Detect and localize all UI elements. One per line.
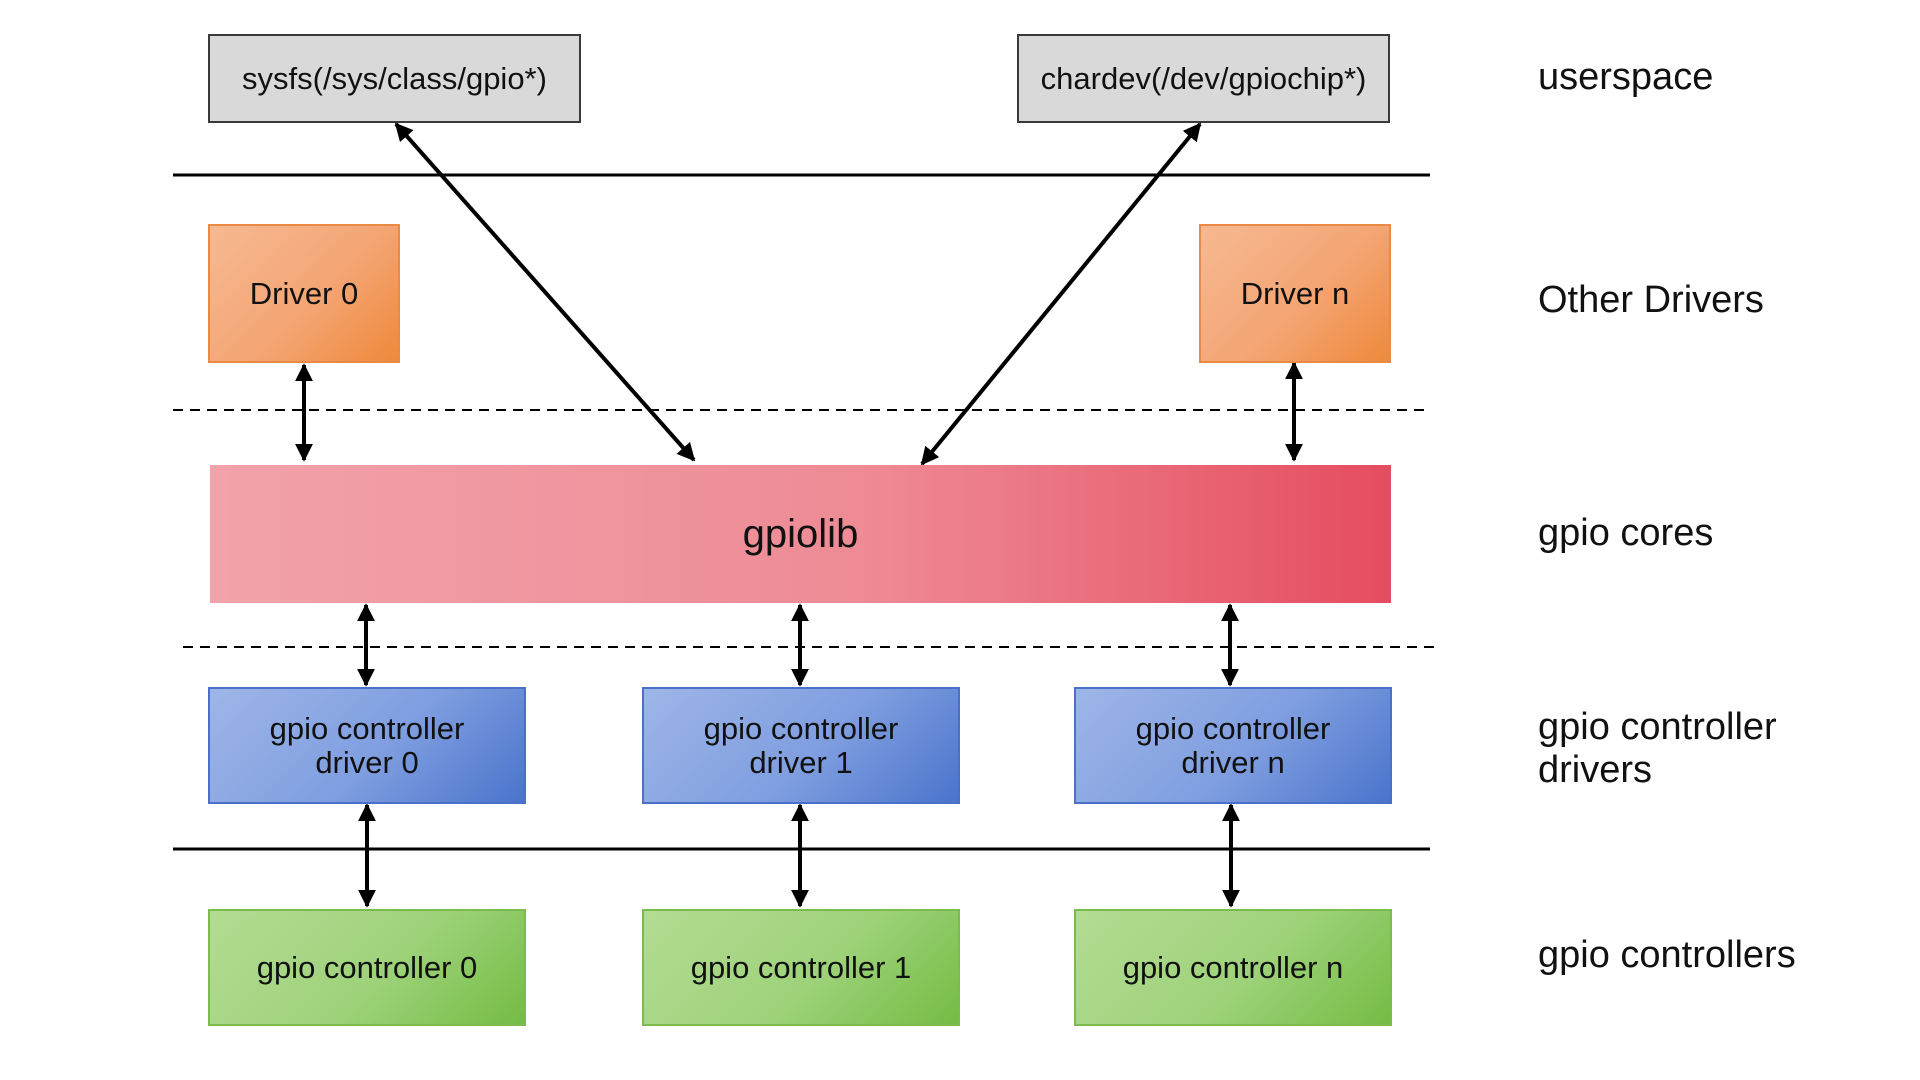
drivern-box: Driver n [1199, 224, 1391, 363]
controller-driver0-box: gpio controller driver 0 [208, 687, 526, 804]
chardev-box: chardev(/dev/gpiochip*) [1017, 34, 1390, 123]
controller-driver1-box: gpio controller driver 1 [642, 687, 960, 804]
gpiolib-box: gpiolib [210, 465, 1391, 603]
controllern-box: gpio controller n [1074, 909, 1392, 1026]
layer-label-gpio-cores: gpio cores [1538, 512, 1714, 554]
sysfs-gpiolib-arrow [394, 122, 696, 462]
layer-label-controllers: gpio controllers [1538, 934, 1796, 976]
driver0-box: Driver 0 [208, 224, 400, 363]
controller0-box: gpio controller 0 [208, 909, 526, 1026]
layer-label-other-drivers: Other Drivers [1538, 279, 1764, 321]
layer-label-userspace: userspace [1538, 56, 1714, 98]
chardev-gpiolib-arrow [920, 122, 1202, 466]
layer-label-controller-drivers: gpio controller drivers [1538, 706, 1777, 791]
controller1-box: gpio controller 1 [642, 909, 960, 1026]
sysfs-box: sysfs(/sys/class/gpio*) [208, 34, 581, 123]
controller-drivern-box: gpio controller driver n [1074, 687, 1392, 804]
